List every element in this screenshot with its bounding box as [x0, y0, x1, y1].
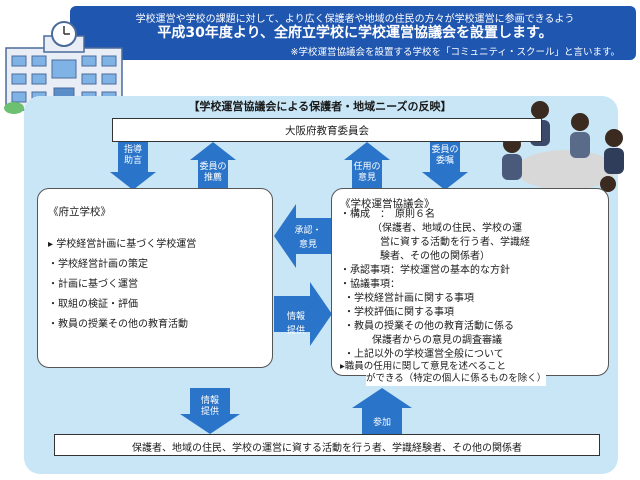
council-line-3: 営に資する活動を行う者、学識経 — [380, 237, 530, 248]
council-title: 《学校運営協議会》 — [340, 198, 435, 210]
guidance-label-2: 助言 — [123, 156, 142, 166]
council-line-7: ・学校経営計画に関する事項 — [344, 293, 474, 304]
education-board-label: 大阪府教育委員会 — [285, 125, 369, 137]
recommend-label-1: 委員の — [199, 162, 227, 172]
school-item-1: ▸ 学校経営計画に基づく学校運営 — [48, 239, 197, 250]
opinion-label-1: 任用の — [353, 162, 381, 172]
info-right-label-2: 提供 — [286, 326, 305, 336]
education-board-box — [112, 118, 542, 142]
guidance-arrow — [110, 142, 156, 190]
opinion-label-2: 意見 — [357, 173, 376, 183]
council-line-12: ▸職員の任用に関して意見を述べること — [340, 361, 506, 372]
school-item-4: ・取組の検証・評価 — [48, 299, 138, 310]
council-line-4: 験者、その他の関係者） — [380, 251, 490, 262]
council-line-1: ・構成 ： 原則６名 — [340, 209, 435, 220]
approve-label-2: 意見 — [298, 240, 317, 250]
approve-arrow — [274, 204, 332, 268]
header-line-1: 学校運営や学校の課題に対して、より広く保護者や地域の住民の方々が学校運営に参画で… — [135, 14, 575, 25]
school-box — [37, 188, 273, 368]
council-box — [331, 188, 609, 376]
middle-arrows — [274, 204, 332, 346]
appoint-label-1: 委員の — [431, 145, 459, 155]
school-item-2: ・学校経営計画の策定 — [48, 259, 148, 270]
board-school-arrows — [110, 142, 236, 190]
school-item-3: ・計画に基づく運営 — [48, 279, 138, 290]
council-line-6: ・協議事項： — [340, 279, 400, 290]
school-item-5: ・教員の授業その他の教育活動 — [48, 319, 188, 330]
recommend-arrow — [190, 142, 236, 190]
approve-label-1: 承認・ — [294, 226, 322, 236]
appoint-arrow — [422, 142, 468, 190]
info-down-label-1: 情報 — [200, 396, 219, 406]
participate-arrow — [352, 388, 412, 434]
appoint-label-2: 委嘱 — [435, 156, 454, 166]
recommend-label-2: 推薦 — [203, 173, 222, 183]
header-note: ※学校運営協議会を設置する学校を「コミュニティ・スクール」と言います。 — [290, 47, 620, 58]
header-title: 平成30年度より、全府立学校に学校運営協議会を設置します。 — [157, 25, 553, 41]
info-down-label-2: 提供 — [200, 407, 219, 417]
info-right-label-1: 情報 — [286, 312, 305, 322]
board-council-arrows — [344, 142, 468, 190]
council-line-5: ・承認事項：学校運営の基本的な方針 — [340, 265, 510, 276]
council-line-2: （保護者、地域の住民、学校の運 — [372, 223, 522, 234]
participate-arrow-wrap — [352, 388, 412, 434]
header-banner — [70, 6, 636, 60]
panel-title: 【学校運営協議会による保護者・地域ニーズの反映】 — [188, 100, 452, 113]
guidance-label-1: 指導 — [123, 145, 142, 155]
opinion-arrow — [344, 142, 390, 190]
info-down-arrow — [180, 388, 240, 434]
stakeholders-label: 保護者、地域の住民、学校の運営に資する活動を行う者、学識経験者、その他の関係者 — [132, 443, 522, 454]
participate-label: 参加 — [372, 418, 391, 428]
stakeholders-box — [54, 434, 600, 456]
info-down-arrow-wrap — [180, 388, 240, 434]
council-line-8: ・学校評価に関する事項 — [344, 307, 454, 318]
council-line-13: ができる（特定の個人に係るものを除く） — [366, 372, 547, 386]
school-title: 《府立学校》 — [48, 206, 111, 218]
council-line-10: 保護者からの意見の調査審議 — [372, 335, 502, 346]
council-line-9: ・教員の授業その他の教育活動に係る — [344, 321, 514, 332]
info-right-arrow — [274, 282, 332, 346]
meeting-people-icon — [502, 101, 624, 192]
council-line-11: ・上記以外の学校運営全般について — [344, 349, 504, 360]
